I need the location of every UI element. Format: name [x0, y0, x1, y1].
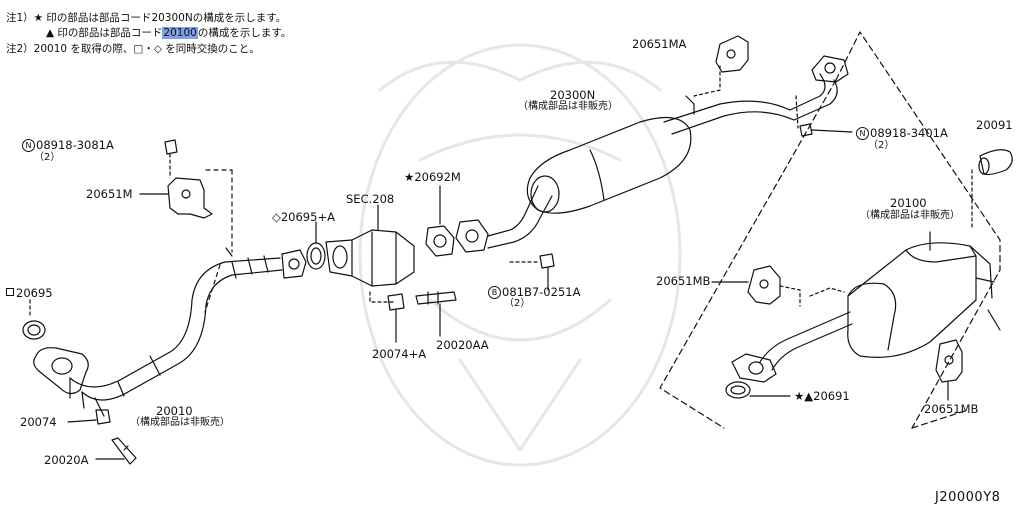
callout-20300N[interactable]: 20300N: [550, 88, 596, 102]
callout-08918-3081A-text: 08918-3081A: [36, 138, 114, 152]
front-group-outline: [204, 169, 233, 313]
callout-20651MB-right[interactable]: 20651MB: [924, 402, 979, 416]
gasket-20691: [725, 381, 791, 399]
callout-20651MB-left[interactable]: 20651MB: [656, 274, 711, 288]
note-1-suffix: の構成を示します。: [192, 12, 287, 24]
note-3: 注2）20010 を取得の際、□・◇ を同時交換のこと。: [6, 43, 260, 55]
note-2-suffix: の構成を示します。: [197, 27, 292, 39]
square-mark: [6, 288, 14, 296]
star-triangle-mark: ★▲: [794, 389, 814, 403]
n-circle-mark: N: [22, 139, 35, 152]
callout-sec-208[interactable]: SEC.208: [346, 192, 395, 206]
star-mark: ★: [404, 170, 415, 184]
watermark-emblem: [358, 43, 682, 467]
b-circle-mark: B: [488, 286, 501, 299]
diamond-mark: ◇: [272, 210, 281, 224]
callout-20691-text: 20691: [813, 389, 850, 403]
callout-20695A-text: 20695+A: [280, 210, 335, 224]
callout-081B7-0251A-qty: （2）: [504, 298, 531, 309]
center-muffler-20300N: [487, 55, 849, 249]
callout-08918-3401A-text: 08918-3401A: [870, 126, 948, 140]
hanger-20651MB-right: [935, 339, 963, 401]
diagram-code: J20000Y8: [935, 490, 1001, 505]
gasket-20695: [22, 299, 46, 340]
callout-20091[interactable]: 20091: [976, 118, 1013, 132]
callout-081B7-0251A-text: 081B7-0251A: [502, 285, 581, 299]
callout-20100[interactable]: 20100: [890, 196, 927, 210]
note-1-prefix: 注1）★ 印の部品は部品コード: [6, 12, 152, 24]
hanger-20651MB-left: [711, 265, 801, 307]
gasket-20692M: [425, 185, 489, 257]
bolt-081B7: [509, 253, 555, 291]
nut-20074: [67, 409, 111, 425]
callout-08918-3401A-qty: （2）: [868, 140, 895, 151]
gasket-20695A: [306, 221, 326, 270]
callout-08918-3081A-qty: （2）: [34, 152, 61, 163]
callout-20074[interactable]: 20074: [20, 415, 57, 429]
callout-20074A[interactable]: 20074+A: [372, 347, 427, 361]
n-circle-mark: N: [856, 127, 869, 140]
callout-20691[interactable]: ★▲20691: [794, 389, 850, 403]
callout-20651MA[interactable]: 20651MA: [632, 37, 687, 51]
callout-20020A[interactable]: 20020A: [44, 453, 89, 467]
tail-tip-20091: [971, 149, 1013, 231]
note-1: 注1）★ 印の部品は部品コード20300Nの構成を示します。: [6, 12, 286, 25]
callout-20651M[interactable]: 20651M: [86, 187, 133, 201]
catalytic-converter: [325, 204, 415, 303]
callout-20020AA[interactable]: 20020AA: [436, 338, 489, 352]
nut-20074A: [387, 293, 405, 343]
hanger-20651MA: [715, 35, 749, 73]
note-2: ▲ 印の部品は部品コード20100の構成を示します。: [46, 27, 291, 40]
callout-20100-note: （構成部品は非販売）: [860, 210, 960, 221]
callout-20010[interactable]: 20010: [156, 404, 193, 418]
sensor-20020AA: [415, 291, 457, 337]
callout-20300N-note: （構成部品は非販売）: [518, 101, 618, 112]
rear-group-outline: [659, 31, 1001, 429]
hanger-bracket-20651M: [139, 139, 213, 219]
callout-20692M-text: 20692M: [414, 170, 461, 184]
callout-20010-note: （構成部品は非販売）: [130, 417, 230, 428]
note-2-code-highlighted[interactable]: 20100: [162, 27, 198, 39]
callout-20695A[interactable]: ◇20695+A: [272, 210, 335, 224]
nut-08918-3401A: [799, 123, 853, 137]
callout-20692M[interactable]: ★20692M: [404, 170, 461, 184]
note-2-prefix: ▲ 印の部品は部品コード: [46, 27, 163, 39]
sensor-20020A: [95, 437, 137, 465]
front-exhaust-pipe: [33, 247, 307, 417]
note-1-code[interactable]: 20300N: [151, 12, 193, 24]
callout-20695[interactable]: 20695: [6, 286, 53, 300]
rear-muffler-20100: [731, 231, 1001, 383]
callout-20695-text: 20695: [16, 286, 53, 300]
